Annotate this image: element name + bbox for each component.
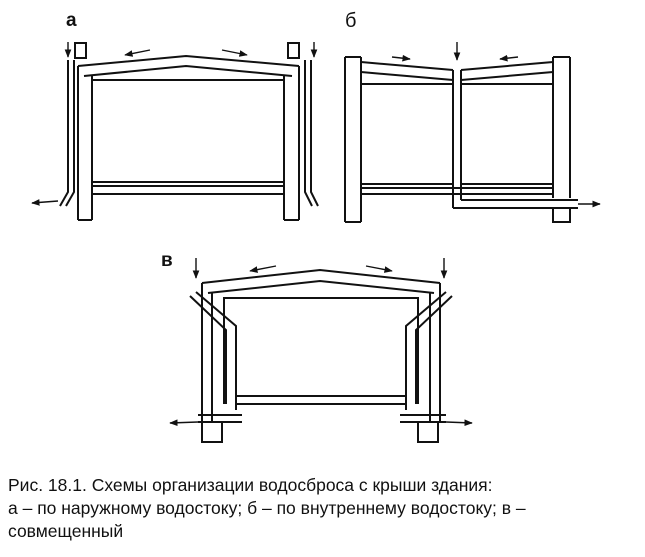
caption-line-3: совмещенный <box>8 521 124 541</box>
figure-v-flow-arrows <box>169 258 473 427</box>
caption-line-2: а – по наружному водостоку; б – по внутр… <box>8 498 526 518</box>
caption-line-1: Рис. 18.1. Схемы организации водосброса … <box>8 475 493 495</box>
figure-v-building <box>189 268 453 443</box>
figure-a-flow-arrows <box>31 42 318 206</box>
figure-b-building <box>344 56 578 223</box>
figure-a-label: а <box>66 10 77 31</box>
figure-b-flow-arrows <box>391 42 601 208</box>
figure-a-building <box>59 42 319 221</box>
figure-v-label: в <box>161 250 173 271</box>
figure-b-label: б <box>345 10 357 32</box>
figure-caption: Рис. 18.1. Схемы организации водосброса … <box>8 474 640 543</box>
